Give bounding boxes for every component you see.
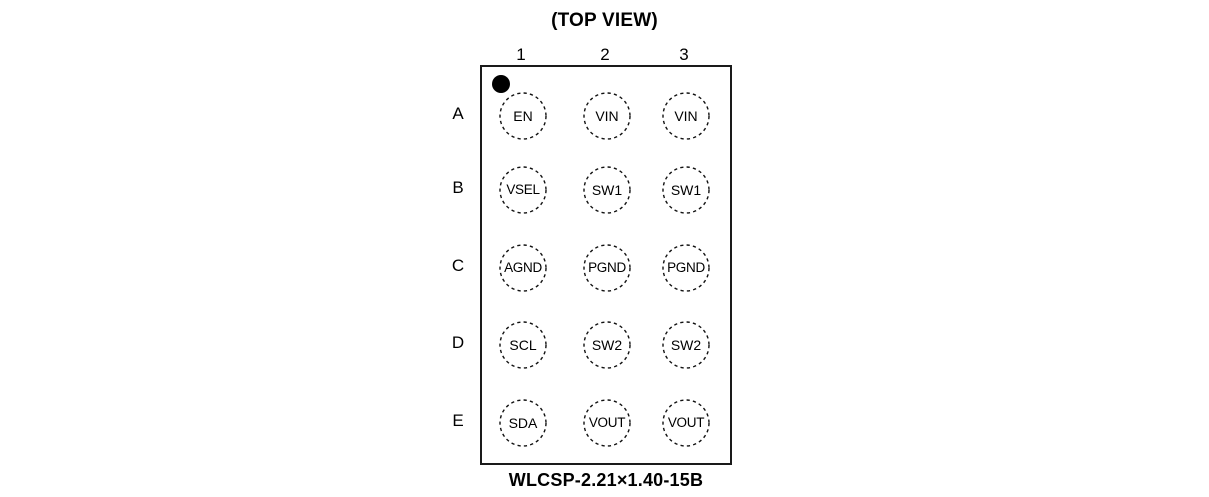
column-header-2: 2 [600, 45, 610, 64]
ball-pad-outline-icon [583, 244, 631, 292]
ball-pad-outline-icon [499, 399, 547, 447]
row-header-B: B [452, 178, 464, 197]
ball-pad-B2: SW1 [583, 166, 631, 214]
row-header-column: A B C D E [440, 65, 476, 465]
pin-1-indicator-dot [492, 75, 510, 93]
ball-label-E1: SDA [508, 415, 538, 431]
ball-pad-C3: PGND [662, 244, 710, 292]
ball-pad-outline-icon [662, 244, 710, 292]
row-header-A: A [452, 104, 464, 123]
column-header-3: 3 [679, 45, 689, 64]
figure-title: (TOP VIEW) [551, 10, 658, 31]
ball-label-B3: SW1 [670, 182, 702, 198]
ball-pad-outline-icon [499, 166, 547, 214]
row-header-D: D [451, 333, 465, 352]
ball-pad-C2: PGND [583, 244, 631, 292]
row-header-C: C [451, 256, 465, 275]
ball-pad-A1: EN [499, 92, 547, 140]
ball-pad-outline-icon [583, 92, 631, 140]
ball-label-B1: VSEL [506, 182, 540, 198]
ball-pad-E1: SDA [499, 399, 547, 447]
ball-pad-B3: SW1 [662, 166, 710, 214]
ball-pad-D1: SCL [499, 321, 547, 369]
ball-pad-A3: VIN [662, 92, 710, 140]
ball-label-C1: AGND [504, 260, 542, 276]
ball-pad-outline-icon [499, 92, 547, 140]
ball-label-A3: VIN [674, 108, 698, 124]
ball-pad-outline-icon [662, 92, 710, 140]
ball-pad-D3: SW2 [662, 321, 710, 369]
ball-pad-outline-icon [662, 321, 710, 369]
ball-label-E3: VOUT [667, 415, 705, 431]
ball-label-D3: SW2 [670, 337, 702, 353]
ball-label-A1: EN [513, 108, 533, 124]
ball-pad-B1: VSEL [499, 166, 547, 214]
row-header-E: E [452, 411, 464, 430]
ball-pad-C1: AGND [499, 244, 547, 292]
ball-pad-A2: VIN [583, 92, 631, 140]
ball-label-A2: VIN [595, 108, 619, 124]
ball-pad-E3: VOUT [662, 399, 710, 447]
ball-label-C3: PGND [667, 260, 705, 276]
column-header-1: 1 [516, 45, 526, 64]
ball-label-C2: PGND [588, 260, 626, 276]
ball-pad-outline-icon [583, 399, 631, 447]
ball-label-D2: SW2 [591, 337, 623, 353]
ball-label-D1: SCL [509, 337, 537, 353]
package-caption: WLCSP-2.21×1.40-15B [508, 470, 704, 490]
ball-pad-outline-icon [662, 399, 710, 447]
ball-label-E2: VOUT [588, 415, 626, 431]
ball-pad-E2: VOUT [583, 399, 631, 447]
ball-pad-outline-icon [662, 166, 710, 214]
ball-pad-outline-icon [499, 244, 547, 292]
ball-pad-outline-icon [583, 321, 631, 369]
ball-label-B2: SW1 [591, 182, 623, 198]
column-header-row: 1 2 3 [480, 44, 732, 66]
ball-pad-outline-icon [583, 166, 631, 214]
ball-pad-D2: SW2 [583, 321, 631, 369]
ball-pad-outline-icon [499, 321, 547, 369]
